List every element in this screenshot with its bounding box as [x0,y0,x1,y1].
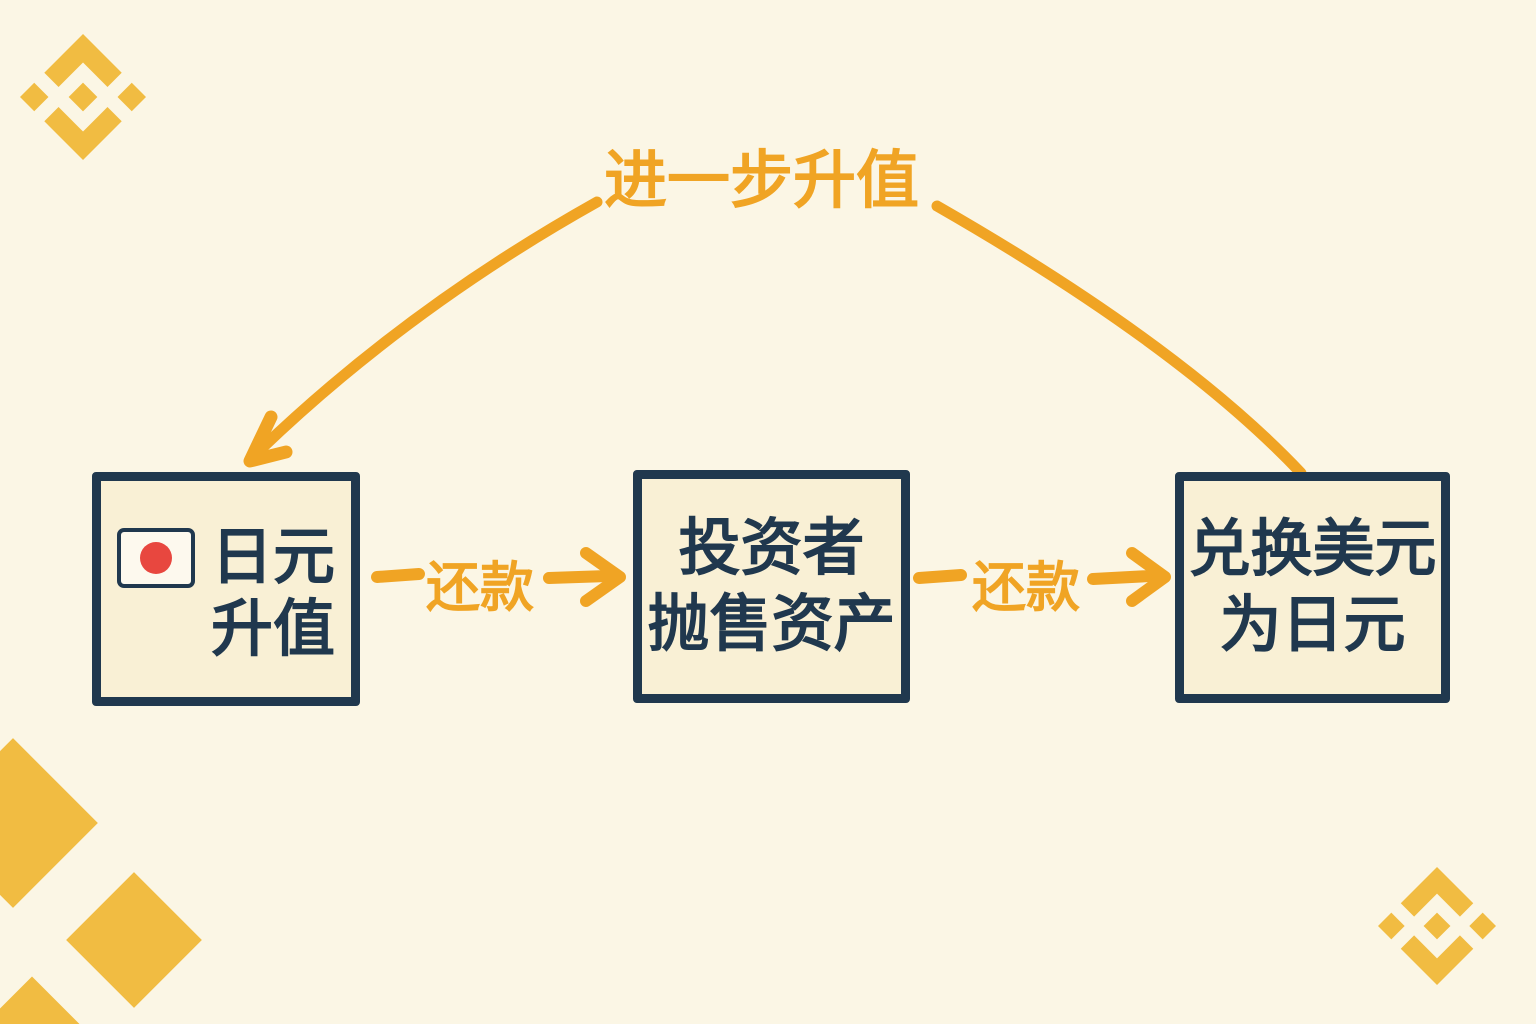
connector2-label: 还款 [972,558,1080,618]
cycle-arrow-right-segment [931,200,1307,479]
binance-logo-icon [1378,867,1496,985]
node-line-2: 升值 [210,595,335,664]
connector2-shaft [1087,570,1156,585]
node-line-2: 抛售资产 [647,589,896,659]
decor-diamond [0,738,98,908]
node-investors-sell-assets: 投资者 抛售资产 [633,470,910,703]
node-line-1: 兑换美元 [1188,514,1437,584]
flag-sun-icon [139,542,172,574]
binance-logo-icon [20,34,146,160]
node-yen-appreciation: 日元 升值 [92,472,360,706]
connector1-dash [371,568,425,583]
connector2-arrowhead-icon [1126,547,1171,607]
japan-flag-icon [116,528,195,588]
connector2-dash [913,569,967,584]
cycle-arrow-label: 进一步升值 [604,146,919,216]
node-convert-usd-to-jpy: 兑换美元 为日元 [1175,472,1450,703]
decor-diamond [0,976,99,1024]
node-line-1: 投资者 [678,513,865,583]
node-content: 日元 升值 [116,522,335,666]
node-line-2: 为日元 [1219,590,1406,660]
connector1-label: 还款 [426,558,534,618]
decor-diamond [66,872,202,1008]
cycle-arrow-left-segment [254,196,603,456]
node-text: 日元 [210,523,335,592]
connector1-shaft [543,570,614,584]
cycle-arrowhead-icon [243,410,293,468]
connector1-arrowhead-icon [580,547,626,607]
node-line-1: 日元 [116,522,335,594]
